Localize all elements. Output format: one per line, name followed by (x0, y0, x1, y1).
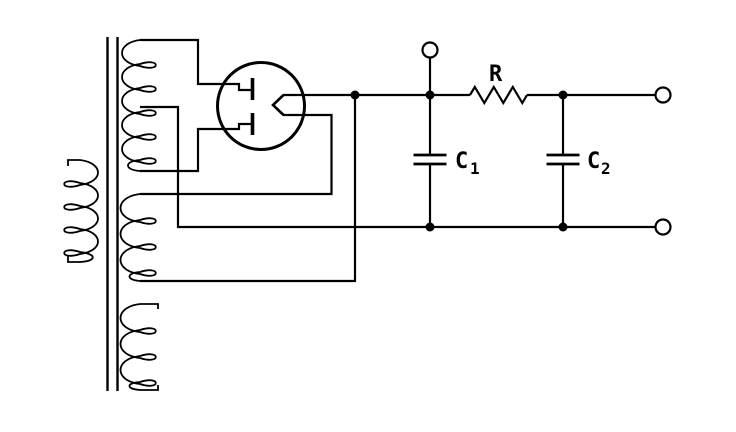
terminals (421, 41, 672, 236)
hv-secondary-winding (121, 39, 157, 172)
top-terminal-circle (421, 41, 439, 59)
c2-label-subscript: 2 (601, 159, 611, 178)
tube-filament-chevron (271, 94, 285, 116)
spare-filament-coil (119, 303, 157, 391)
c1-label: C (455, 149, 468, 174)
spare-filament-winding (119, 303, 159, 391)
rectifier-tube (216, 61, 306, 151)
hv-secondary-coil (121, 39, 157, 172)
primary-coil (63, 159, 99, 263)
filter-capacitor-c2: C 2 (546, 149, 611, 178)
junction-dot (558, 90, 568, 100)
rectifier-filament-winding (119, 193, 157, 282)
resistor-label: R (489, 62, 503, 87)
junction-dots (350, 90, 568, 232)
wire-hv-top-to-plate (140, 38, 251, 92)
spare-winding-top-stub (140, 303, 159, 309)
junction-dot (558, 222, 568, 232)
tube-envelope-circle (216, 61, 306, 151)
resistor-zigzag (469, 84, 528, 106)
rectifier-filament-coil (119, 193, 157, 282)
filter-capacitor-c1: C 1 (413, 149, 480, 178)
output-terminal-top-circle (654, 86, 672, 104)
junction-dot (425, 90, 435, 100)
c1-label-subscript: 1 (470, 159, 480, 178)
wire-hv-bottom-to-plate (140, 122, 251, 173)
junction-dot (350, 90, 360, 100)
c2-label: C (587, 149, 600, 174)
junction-dot (425, 222, 435, 232)
wire-filament-return (140, 113, 333, 196)
transformer-core (106, 37, 119, 391)
output-terminal-bottom-circle (654, 218, 672, 236)
wire-filament-winding-to-rail (140, 95, 357, 283)
wiring (140, 38, 656, 283)
transformer (63, 37, 159, 391)
spare-winding-bottom-stub (140, 385, 159, 391)
wire-center-tap-and-bottom-rail (140, 105, 656, 229)
primary-winding (63, 159, 99, 263)
filter-resistor: R (469, 62, 528, 106)
